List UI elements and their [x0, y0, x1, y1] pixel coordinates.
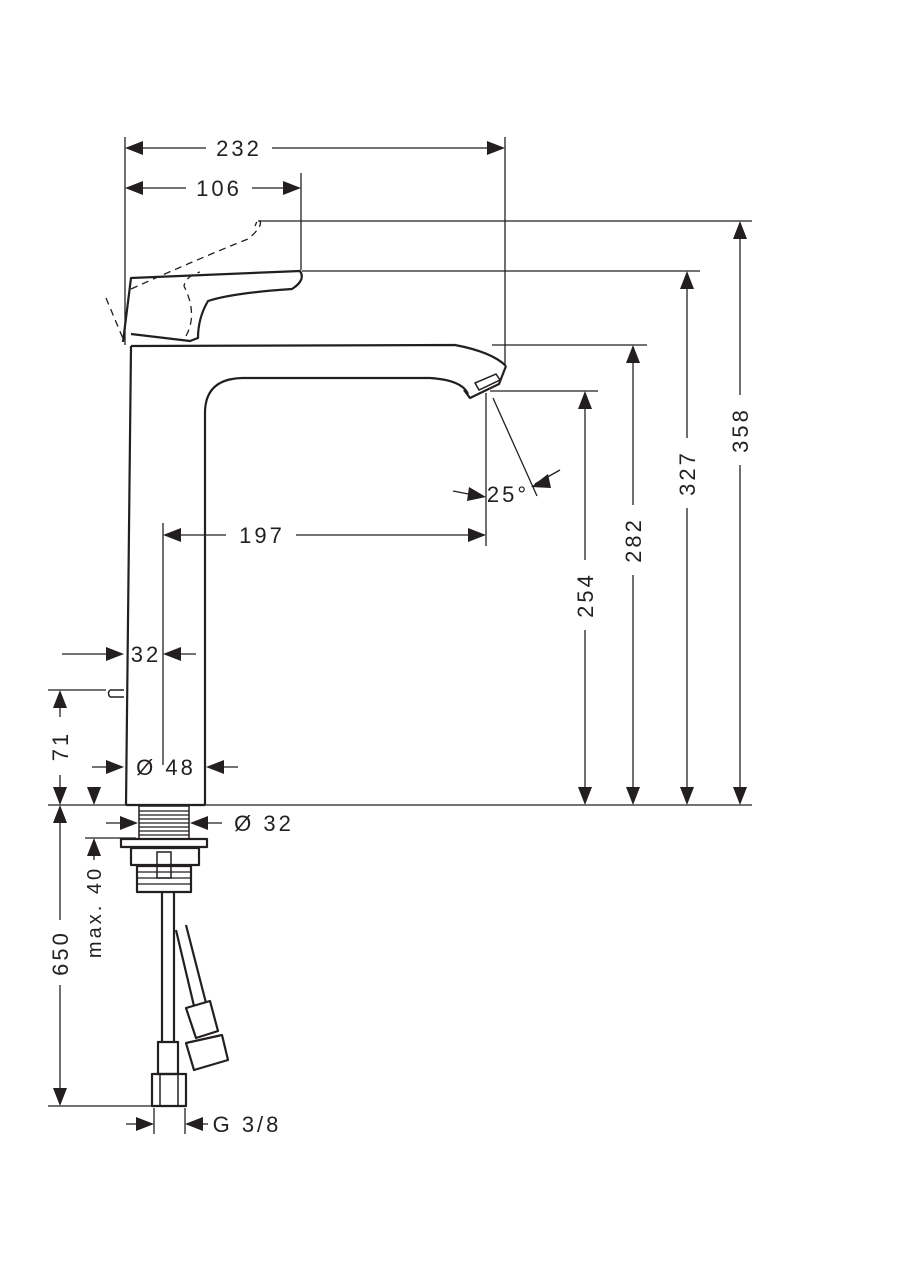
- hose-2-nut: [184, 1033, 230, 1072]
- hose-2-crimp: [184, 999, 220, 1040]
- aerator: [463, 365, 508, 400]
- dim-label-diameter-48: Ø 48: [136, 755, 196, 780]
- dim-label-106: 106: [196, 176, 242, 201]
- handle-solid: [121, 269, 303, 343]
- faucet-body: [124, 343, 508, 807]
- handle-raised-dashed: [130, 218, 262, 290]
- dim-label-g-3-8: G 3/8: [213, 1112, 282, 1137]
- popup-rod-end: [107, 689, 111, 698]
- dim-label-650: 650: [48, 930, 73, 976]
- mounting-thread: [119, 805, 209, 894]
- dim-label-282: 282: [621, 517, 646, 563]
- body-inner-edge: [203, 376, 470, 805]
- handle-raised-dashed-inner: [183, 271, 201, 337]
- dim-label-max-40: max. 40: [84, 866, 106, 958]
- hose-2-left: [174, 929, 196, 1007]
- dim-label-25deg: 25°: [487, 482, 529, 507]
- body-left-edge: [124, 345, 133, 806]
- hose-1-nut: [150, 1072, 188, 1108]
- dim-label-232: 232: [216, 136, 262, 161]
- dim-label-327: 327: [675, 450, 700, 496]
- hose-2-right: [184, 924, 208, 1004]
- fixing-nut: [135, 864, 193, 894]
- supply-hoses: [150, 892, 230, 1108]
- handle: [105, 218, 303, 343]
- dim-label-71: 71: [48, 731, 73, 761]
- dim-label-32-popup: 32: [131, 642, 161, 667]
- washer: [119, 837, 209, 849]
- dim-label-197: 197: [239, 523, 285, 548]
- extension-lines: [48, 137, 752, 1134]
- dimension-labels: 232 106 358 327 282 254 197 25° 32 Ø 48 …: [48, 136, 753, 1137]
- aerator-mesh: [473, 373, 502, 391]
- spout-top-edge: [130, 343, 507, 367]
- handle-raised-dashed-left: [105, 297, 125, 342]
- dimension-arrows: [53, 141, 747, 1131]
- hose-1-crimp: [156, 1040, 180, 1076]
- dim-label-254: 254: [573, 572, 598, 618]
- dim-label-358: 358: [728, 407, 753, 453]
- dim-label-diameter-32: Ø 32: [234, 811, 294, 836]
- popup-rod: [107, 689, 124, 698]
- fixing-plate: [129, 846, 201, 867]
